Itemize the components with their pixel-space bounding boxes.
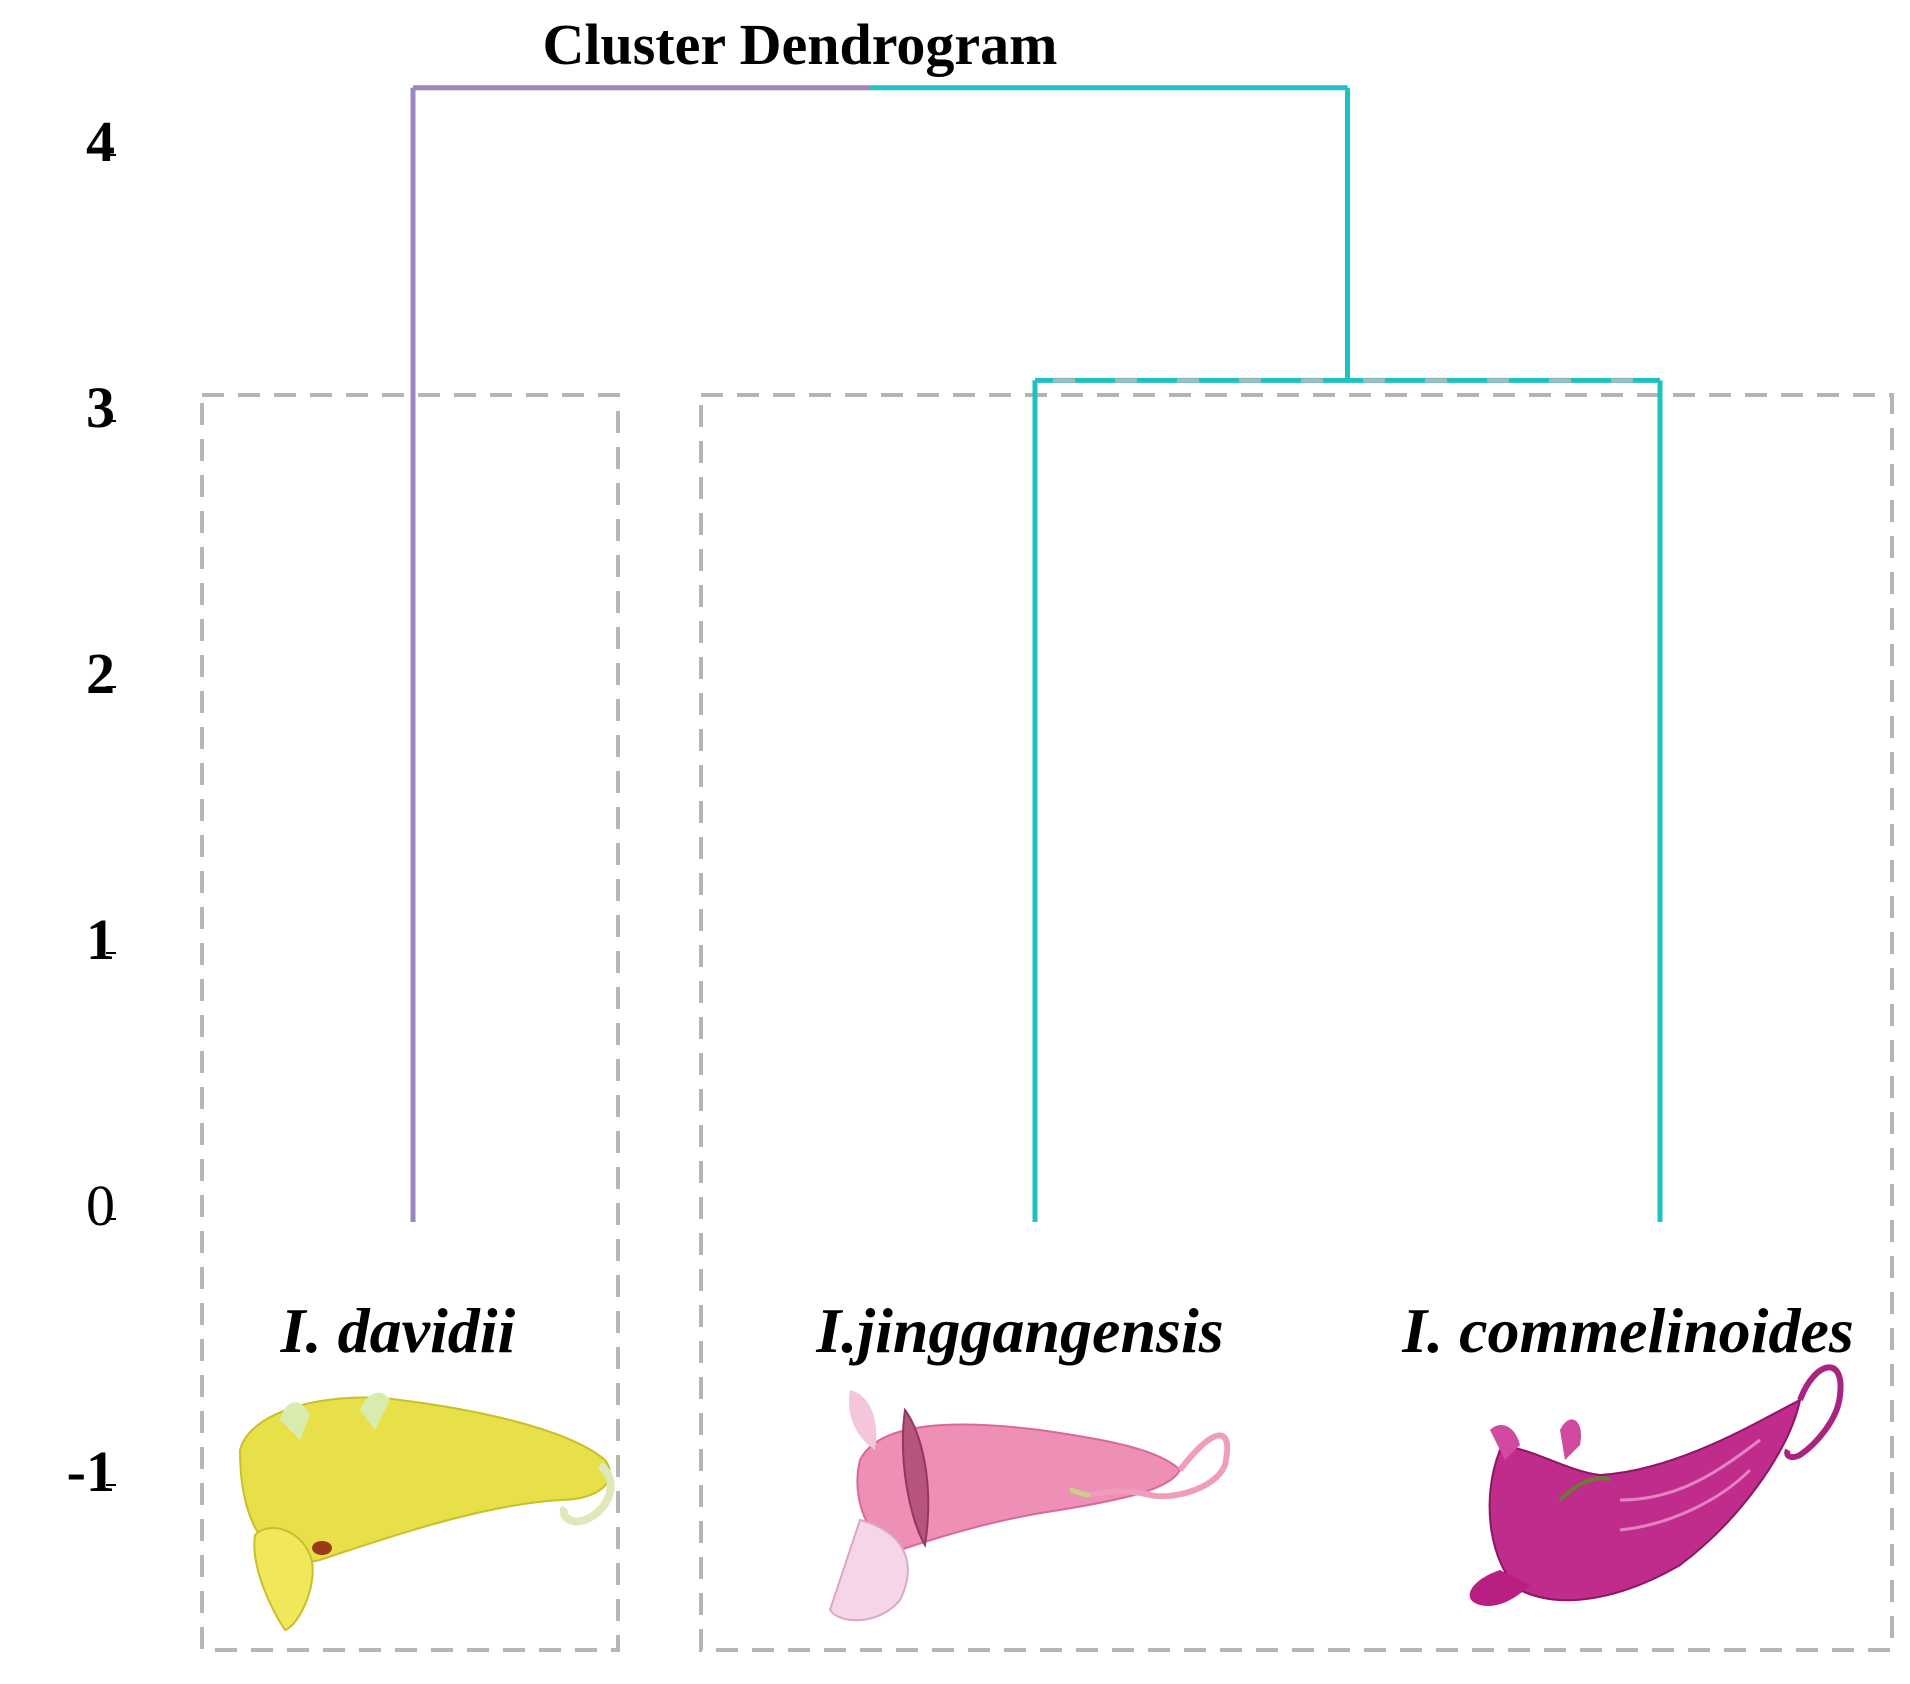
flower-illustrations (238, 1364, 1844, 1632)
y-tick-label: 0 (86, 1173, 115, 1238)
yellow-flower-photo (238, 1392, 615, 1632)
y-tick-label: 3 (86, 375, 115, 440)
group-boxes (200, 393, 1894, 1652)
y-axis: 4 3 2 1 0 -1 (67, 109, 116, 1504)
chart-title: Cluster Dendrogram (543, 12, 1058, 77)
leaf-label: I.jinggangensis (815, 1295, 1223, 1366)
dendrogram-tree (410, 85, 1663, 1222)
pink-flower-photo (828, 1390, 1231, 1622)
leaf-labels: I. davidii I.jinggangensis I. commelinoide… (280, 1295, 1854, 1366)
leaf-label: I. commelinoides (1401, 1295, 1854, 1366)
y-tick-label: 4 (86, 109, 115, 174)
y-tick-label: 1 (86, 907, 115, 972)
y-tick-label: 2 (86, 641, 115, 706)
magenta-flower-photo (1469, 1364, 1844, 1606)
group-box-1 (200, 393, 620, 1652)
y-tick-label: -1 (67, 1439, 115, 1504)
leaf-label: I. davidii (280, 1295, 516, 1366)
group-box-2 (699, 393, 1894, 1652)
